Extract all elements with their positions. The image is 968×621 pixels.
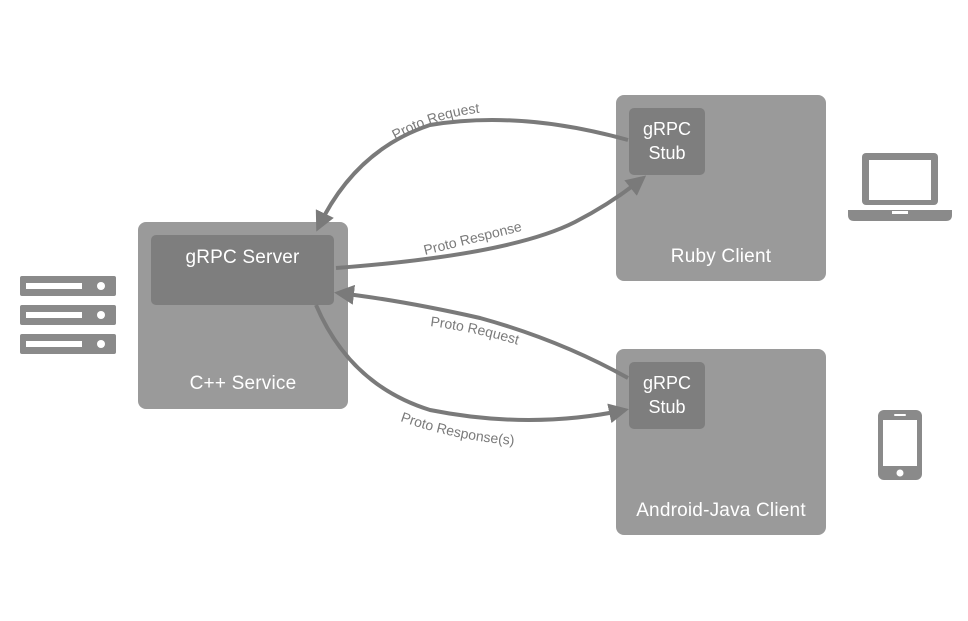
grpc-server-label: gRPC Server bbox=[185, 247, 300, 268]
ruby-client-box: gRPC Stub Ruby Client bbox=[616, 95, 826, 281]
android-request-arrow bbox=[334, 284, 629, 380]
cpp-service-box: gRPC Server C++ Service bbox=[138, 222, 348, 409]
cpp-service-label: C++ Service bbox=[189, 373, 297, 394]
server-rack-icon bbox=[20, 276, 116, 354]
android-stub-line1: gRPC bbox=[642, 373, 691, 393]
grpc-server-box: gRPC Server bbox=[151, 235, 334, 305]
android-grpc-stub-label: gRPC Stub bbox=[629, 371, 705, 419]
laptop-icon bbox=[848, 153, 952, 221]
phone-icon bbox=[878, 410, 922, 480]
android-java-client-box: gRPC Stub Android-Java Client bbox=[616, 349, 826, 535]
ruby-client-label: Ruby Client bbox=[670, 246, 772, 267]
ruby-response-arrow bbox=[335, 175, 647, 270]
android-response-arrow bbox=[314, 304, 629, 424]
ruby-stub-line2: Stub bbox=[648, 143, 686, 163]
ruby-request-arrow bbox=[315, 118, 629, 232]
ruby-stub-line1: gRPC bbox=[642, 119, 691, 139]
ruby-grpc-stub-label: gRPC Stub bbox=[629, 117, 705, 165]
android-stub-line2: Stub bbox=[648, 397, 686, 417]
ruby-grpc-stub-box: gRPC Stub bbox=[629, 108, 705, 175]
android-grpc-stub-box: gRPC Stub bbox=[629, 362, 705, 429]
android-java-client-label: Android-Java Client bbox=[636, 500, 806, 521]
